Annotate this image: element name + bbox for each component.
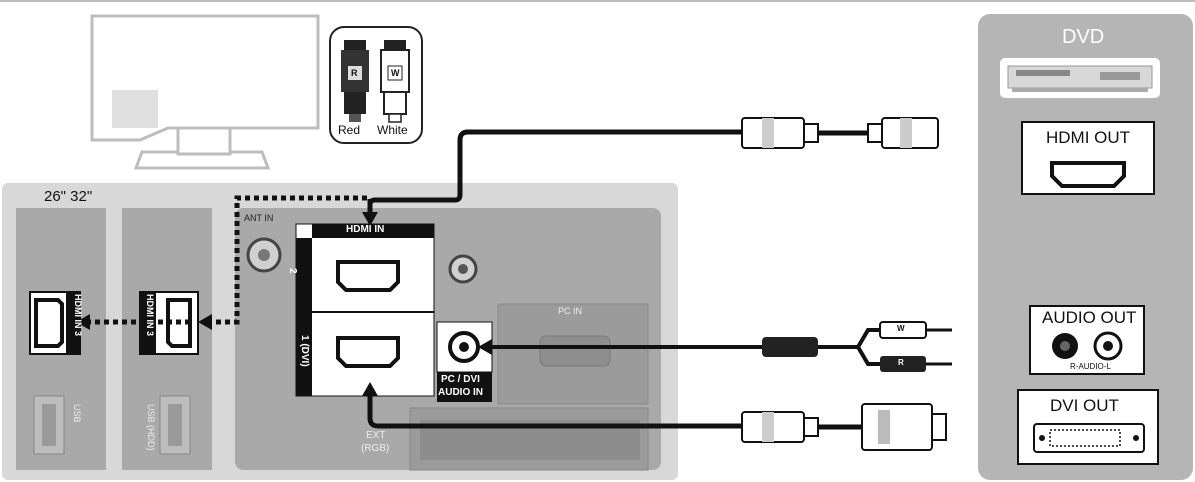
hdmi-port-1: [336, 336, 400, 368]
pc-dvi-audio-in-label-1: PC / DVI: [441, 374, 480, 385]
tv-screen-highlight: [112, 90, 158, 128]
hdmi-in-header: [312, 224, 434, 238]
ext-label-2: (RGB): [361, 443, 390, 454]
audio-plug-red-letter: R: [898, 358, 904, 367]
hdmi-in-label: HDMI IN: [346, 224, 385, 235]
ant-in-label: ANT IN: [244, 213, 274, 223]
side-hdmi-in3-mid-label: HDMI IN 3: [145, 294, 155, 337]
rca-color-legend: [329, 26, 423, 144]
pc-dvi-audio-in-label-2: AUDIO IN: [438, 387, 483, 398]
usb-label: USB: [72, 404, 82, 423]
dotted-hdmi-cable-side: [82, 195, 373, 325]
side-hdmi-in3-left-label: HDMI IN 3: [73, 294, 83, 337]
usb-hdd-label: USB (HDD): [146, 404, 156, 451]
side-hdmi-in3-left: [29, 291, 81, 355]
tv-sizes-label: 26" 32": [44, 188, 93, 205]
dvd-audio-out-box: [1029, 305, 1145, 375]
audio-plug-white-letter: W: [897, 324, 905, 333]
dvd-title: DVD: [1062, 26, 1105, 48]
dvd-panel: [978, 14, 1193, 480]
rca-red-plug-letter: R: [351, 68, 358, 78]
rca-red-label: Red: [338, 123, 361, 137]
tv-illustration: [90, 14, 320, 170]
dvd-player-icon: [1000, 58, 1160, 98]
dvd-dvi-out-label: DVI OUT: [1050, 396, 1119, 415]
arrow-to-side-hdmi-mid: [198, 314, 212, 330]
audio-cable: [478, 321, 952, 372]
hdmi-port-1-label: 1 (DVI): [299, 335, 310, 367]
hdmi-port-2: [336, 260, 400, 292]
arrow-to-side-hdmi-left: [76, 314, 90, 330]
dvd-hdmi-out-port: [1050, 161, 1126, 188]
ext-label-1: EXT: [366, 430, 386, 441]
pc-in-label: PC IN: [558, 306, 583, 316]
hdmi-port-2-label: 2: [287, 268, 298, 274]
dvd-audio-out-sub-label: R-AUDIO-L: [1070, 362, 1111, 371]
rca-white-plug-letter: W: [391, 68, 400, 78]
hdmi-in-block: [295, 223, 435, 397]
rca-white-label: White: [377, 123, 408, 137]
audio-plug-red: [880, 356, 926, 372]
hdmi-cable-top: [362, 117, 939, 226]
hdmi-dvi-cable-bottom: [362, 382, 947, 451]
dvd-hdmi-out-label: HDMI OUT: [1046, 128, 1131, 147]
dvd-audio-out-label: AUDIO OUT: [1042, 308, 1137, 327]
